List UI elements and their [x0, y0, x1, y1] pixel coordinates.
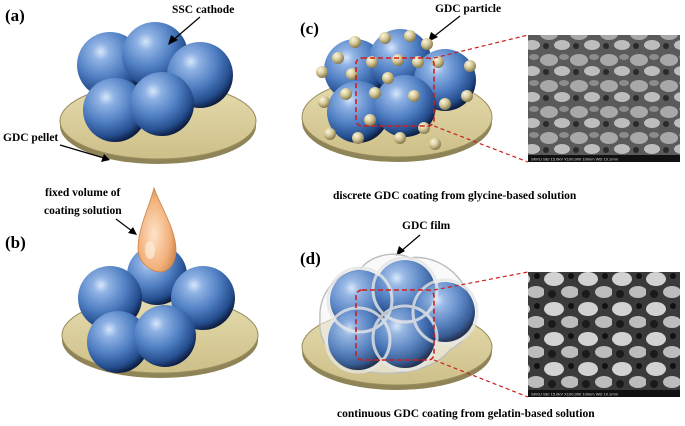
zoom-line-c-top	[433, 34, 529, 59]
sem-image-c: SKKU SEI 15.0kV X100,000 100nm WD 10.1mm	[528, 35, 680, 162]
panel-c-caption: discrete GDC coating from glycine-based …	[333, 190, 577, 202]
coating-solution-drop-icon	[137, 186, 177, 273]
panel-b: (b) fixed volume of coating solution	[5, 186, 259, 378]
gdc-pellet-arrow	[59, 144, 110, 162]
sem-footer-d: SKKU SEI 15.0kV X100,000 100nm WD 10.1mm	[531, 392, 619, 397]
zoom-box-d	[355, 289, 435, 361]
drop-arrow	[115, 218, 137, 235]
panel-a: (a) SSC cathode GDC pellet	[3, 4, 257, 164]
panel-d-caption: continuous GDC coating from gelatin-base…	[337, 408, 595, 420]
drop-label-line1: fixed volume of	[45, 187, 121, 199]
zoom-box-c	[355, 57, 435, 127]
panel-d: (d) GDC film	[300, 220, 680, 420]
gdc-particle-arrow	[428, 15, 461, 42]
gdc-film-arrow	[396, 234, 421, 256]
gdc-pellet-label: GDC pellet	[3, 132, 58, 144]
gdc-film-overlay	[324, 256, 479, 374]
sem-footer-c: SKKU SEI 15.0kV X100,000 100nm WD 10.1mm	[531, 157, 619, 162]
gdc-particles	[316, 30, 476, 150]
zoom-line-d-top	[433, 271, 529, 291]
panel-d-tag: (d)	[300, 249, 321, 268]
ssc-cathode-arrow	[168, 16, 201, 45]
zoom-line-d-bottom	[433, 359, 529, 398]
ssc-cathode-spheres-a	[77, 22, 233, 142]
drop-label-line2: coating solution	[44, 205, 122, 217]
gdc-particle-label: GDC particle	[435, 3, 501, 15]
gdc-film-label: GDC film	[402, 220, 451, 232]
ssc-cathode-label: SSC cathode	[172, 4, 234, 16]
panel-c: (c) GDC particle	[300, 3, 680, 202]
sem-image-d: SKKU SEI 15.0kV X100,000 100nm WD 10.1mm	[528, 272, 680, 397]
panel-a-tag: (a)	[5, 6, 25, 25]
ssc-cathode-spheres-d	[328, 260, 475, 370]
zoom-line-c-bottom	[433, 125, 529, 163]
panel-b-tag: (b)	[5, 233, 26, 252]
panel-c-tag: (c)	[300, 19, 319, 38]
